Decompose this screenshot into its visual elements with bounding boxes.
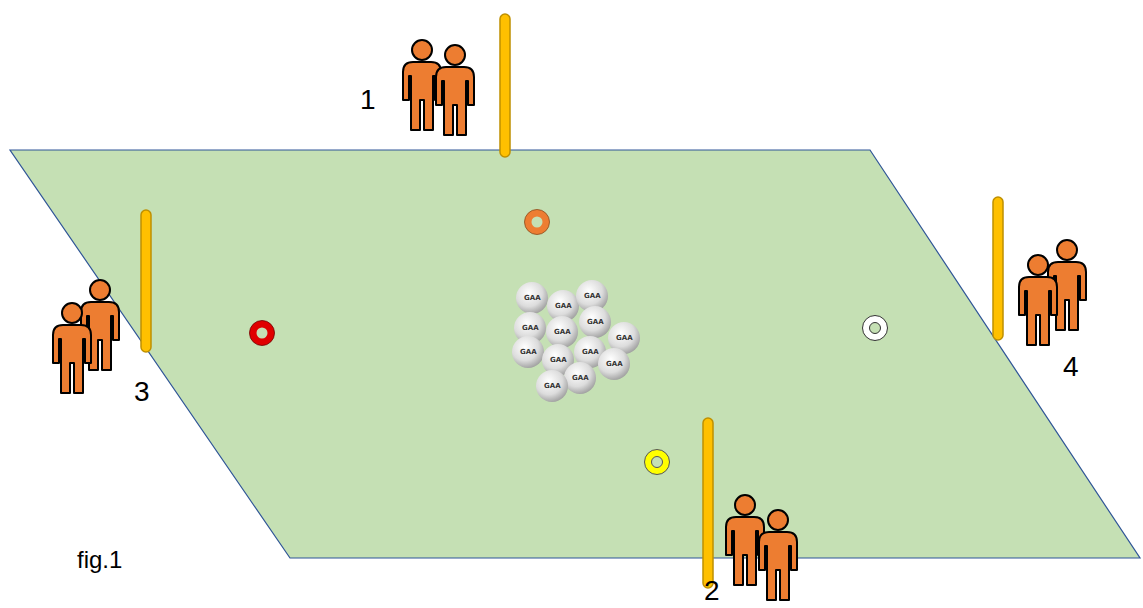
player-pair (1019, 240, 1086, 345)
ball-logo: GAA (520, 349, 537, 356)
ring (863, 316, 888, 341)
ball-logo: GAA (524, 295, 541, 302)
ball-logo: GAA (606, 361, 623, 368)
ball-logo: GAA (522, 325, 539, 332)
player-pair (403, 40, 474, 135)
pitch (10, 150, 1140, 558)
player-pair (726, 495, 797, 600)
ball-logo: GAA (554, 329, 571, 336)
ball-logo: GAA (587, 319, 604, 326)
player-pair (53, 280, 119, 393)
ball-logo: GAA (616, 335, 633, 342)
callout-number: 3 (134, 378, 150, 406)
ball-logo: GAA (584, 293, 601, 300)
ball-logo: GAA (555, 303, 572, 310)
callout-number: 4 (1063, 353, 1079, 381)
pole (703, 418, 713, 588)
callout-number: 2 (704, 577, 720, 605)
ball-logo: GAA (544, 383, 561, 390)
ring (250, 321, 275, 346)
figure-caption: fig.1 (77, 548, 122, 572)
ball-logo: GAA (550, 357, 567, 364)
ball-pile (512, 280, 640, 402)
pole (993, 197, 1003, 340)
pole (141, 210, 151, 352)
ball-logo: GAA (582, 349, 599, 356)
ring (525, 210, 550, 235)
callout-number: 1 (360, 86, 376, 114)
ball-logo: GAA (572, 375, 589, 382)
ring (645, 450, 670, 475)
pole (500, 14, 510, 157)
